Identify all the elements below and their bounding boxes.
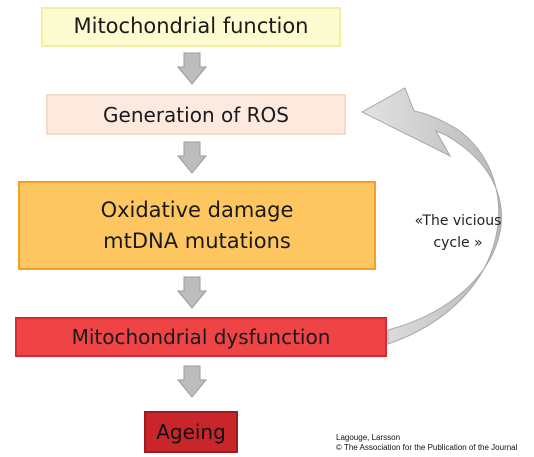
vicious-cycle-curved-arrow [360, 87, 502, 345]
oxidative-damage-box: Oxidative damage mtDNA mutations [18, 181, 376, 270]
mitochondrial-function-box: Mitochondrial function [41, 7, 341, 47]
down-arrow-4 [176, 365, 208, 398]
ageing-label: Ageing [156, 420, 226, 444]
mitochondrial-function-label: Mitochondrial function [73, 14, 309, 39]
credit-text: Lagouge, Larsson © The Association for t… [336, 433, 517, 453]
credit-authors: Lagouge, Larsson [336, 433, 401, 442]
mitochondrial-dysfunction-box: Mitochondrial dysfunction [15, 317, 387, 357]
oxidative-damage-label: Oxidative damage [100, 197, 294, 222]
down-arrow-2 [176, 141, 208, 174]
vicious-cycle-line2: cycle » [433, 235, 483, 251]
credit-copyright: © The Association for the Publication of… [336, 443, 518, 452]
generation-of-ros-box: Generation of ROS [46, 94, 346, 135]
ageing-box: Ageing [144, 411, 238, 453]
generation-of-ros-label: Generation of ROS [103, 102, 289, 127]
down-arrow-3 [176, 276, 208, 309]
mitochondrial-dysfunction-label: Mitochondrial dysfunction [71, 325, 331, 349]
down-arrow-1 [176, 52, 208, 85]
mtdna-mutations-label: mtDNA mutations [103, 228, 291, 253]
vicious-cycle-line1: «The vicious [414, 213, 502, 229]
vicious-cycle-label: «The vicious cycle » [398, 210, 518, 254]
